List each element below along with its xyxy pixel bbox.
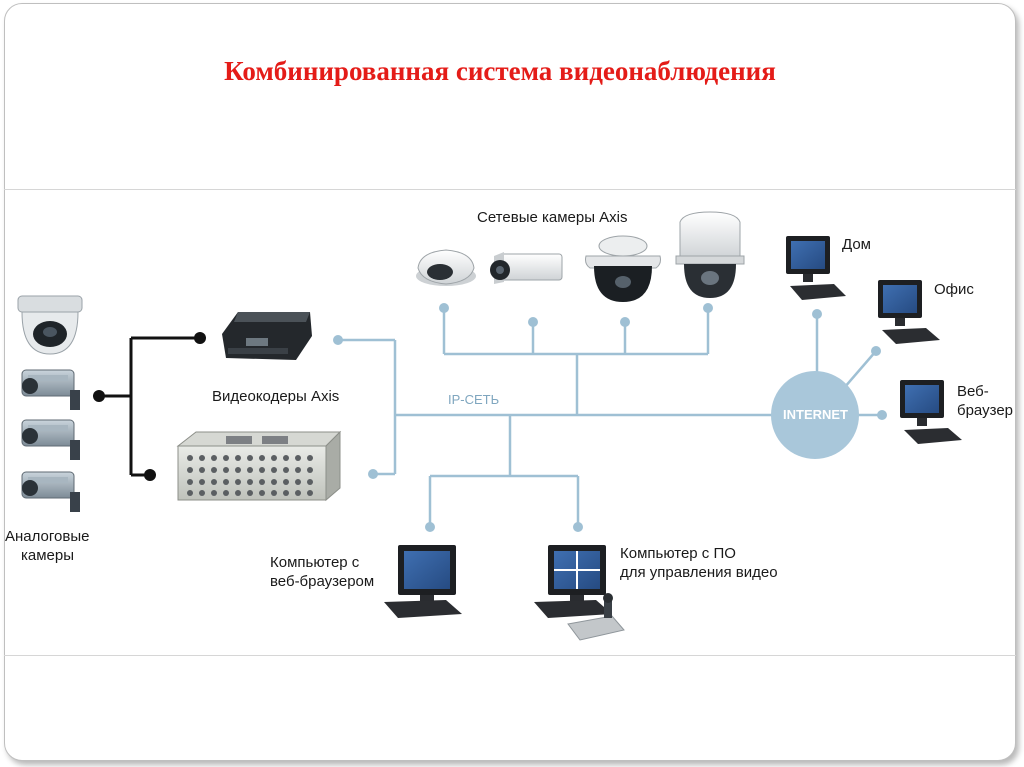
computer-with-video-software-icon [534, 545, 625, 641]
office-label: Офис [934, 281, 974, 298]
web-browser-label-line1: Веб- [957, 383, 989, 400]
network-camera-box-icon [490, 252, 563, 284]
network-cameras-label: Сетевые камеры Axis [477, 209, 628, 226]
internet-cloud [771, 371, 859, 459]
analog-dome-camera-icon [17, 295, 83, 355]
slide-title: Комбинированная система видеонаблюдения [224, 56, 776, 86]
analog-box-camera-icon-3 [21, 471, 80, 512]
network-camera-mini-dome-icon [416, 249, 476, 286]
analog-box-camera-icon-1 [21, 369, 80, 410]
diagram-bottom-border [4, 655, 1016, 656]
network-camera-dome-icon [585, 235, 661, 302]
video-encoder-icon [222, 312, 312, 360]
analog-box-camera-icon-2 [21, 419, 80, 460]
computer-home-icon [786, 236, 846, 300]
home-label: Дом [842, 236, 871, 253]
analog-cameras-label-line2: камеры [21, 547, 75, 564]
pc-browser-label-line1: Компьютер с [270, 554, 360, 571]
computer-web-browser-icon [900, 380, 962, 444]
pc-software-label-line2: для управления видео [620, 564, 778, 581]
slide-frame [4, 3, 1016, 761]
encoders-label: Видеокодеры Axis [212, 388, 340, 405]
pc-browser-label-line2: веб-браузером [270, 573, 375, 590]
analog-wiring [99, 336, 200, 477]
computer-office-icon [878, 280, 940, 344]
pc-software-label-line1: Компьютер с ПО [620, 545, 736, 562]
network-connector-dots [333, 303, 887, 532]
ip-network-label: IP-СЕТЬ [448, 392, 500, 407]
internet-label: INTERNET [783, 407, 848, 422]
analog-cameras-label-line1: Аналоговые [5, 528, 90, 545]
network-camera-ptz-icon [675, 211, 745, 298]
computer-with-browser-icon [384, 545, 462, 618]
rack-encoder-icon [176, 430, 342, 502]
web-browser-label-line2: браузер [957, 402, 1014, 419]
diagram-top-border [4, 189, 1016, 190]
